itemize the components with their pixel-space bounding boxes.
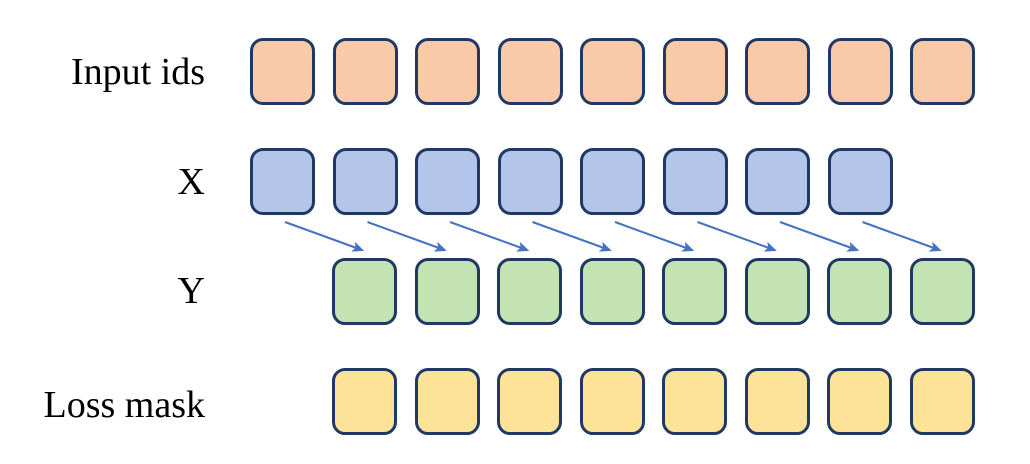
row-label-x: X	[177, 161, 205, 203]
cell-y-4	[662, 258, 727, 325]
cell-input-ids-5	[662, 38, 728, 105]
cell-input-ids-3	[497, 38, 563, 105]
shift-arrow-7	[862, 221, 942, 252]
cell-input-ids-0	[250, 38, 315, 105]
cell-y-0	[332, 258, 397, 325]
cell-y-3	[579, 258, 645, 325]
cell-loss-mask-1	[414, 368, 480, 435]
cell-loss-mask-6	[827, 368, 892, 435]
cell-loss-mask-2	[497, 368, 562, 435]
cell-x-2	[415, 148, 480, 215]
row-label-y: Y	[177, 270, 205, 312]
cell-input-ids-1	[332, 38, 398, 105]
cell-x-1	[332, 148, 398, 215]
shift-arrow-2	[449, 221, 530, 252]
shift-arrow-4	[614, 221, 695, 252]
cell-y-5	[744, 258, 810, 325]
cell-y-7	[909, 258, 975, 325]
shift-arrow-0	[284, 221, 365, 252]
cell-x-3	[497, 148, 563, 215]
shift-arrow-5	[697, 221, 777, 252]
shift-arrow-6	[779, 221, 860, 252]
cell-input-ids-6	[745, 38, 810, 105]
shift-arrow-1	[367, 221, 447, 252]
cell-x-5	[662, 148, 728, 215]
row-label-loss-mask: Loss mask	[43, 384, 206, 426]
cell-y-1	[414, 258, 480, 325]
cell-input-ids-7	[827, 38, 893, 105]
cell-loss-mask-7	[909, 368, 975, 435]
shift-arrow-3	[532, 221, 612, 252]
cell-x-6	[745, 148, 810, 215]
cell-y-2	[497, 258, 562, 325]
cell-loss-mask-4	[662, 368, 727, 435]
cell-input-ids-8	[910, 38, 975, 105]
cell-x-4	[580, 148, 645, 215]
cell-loss-mask-3	[579, 368, 645, 435]
cell-x-0	[250, 148, 315, 215]
cell-input-ids-4	[580, 38, 645, 105]
cell-loss-mask-0	[332, 368, 397, 435]
cell-input-ids-2	[415, 38, 480, 105]
cell-loss-mask-5	[744, 368, 810, 435]
row-label-input-ids: Input ids	[70, 51, 205, 93]
cell-x-7	[827, 148, 893, 215]
cell-y-6	[827, 258, 892, 325]
